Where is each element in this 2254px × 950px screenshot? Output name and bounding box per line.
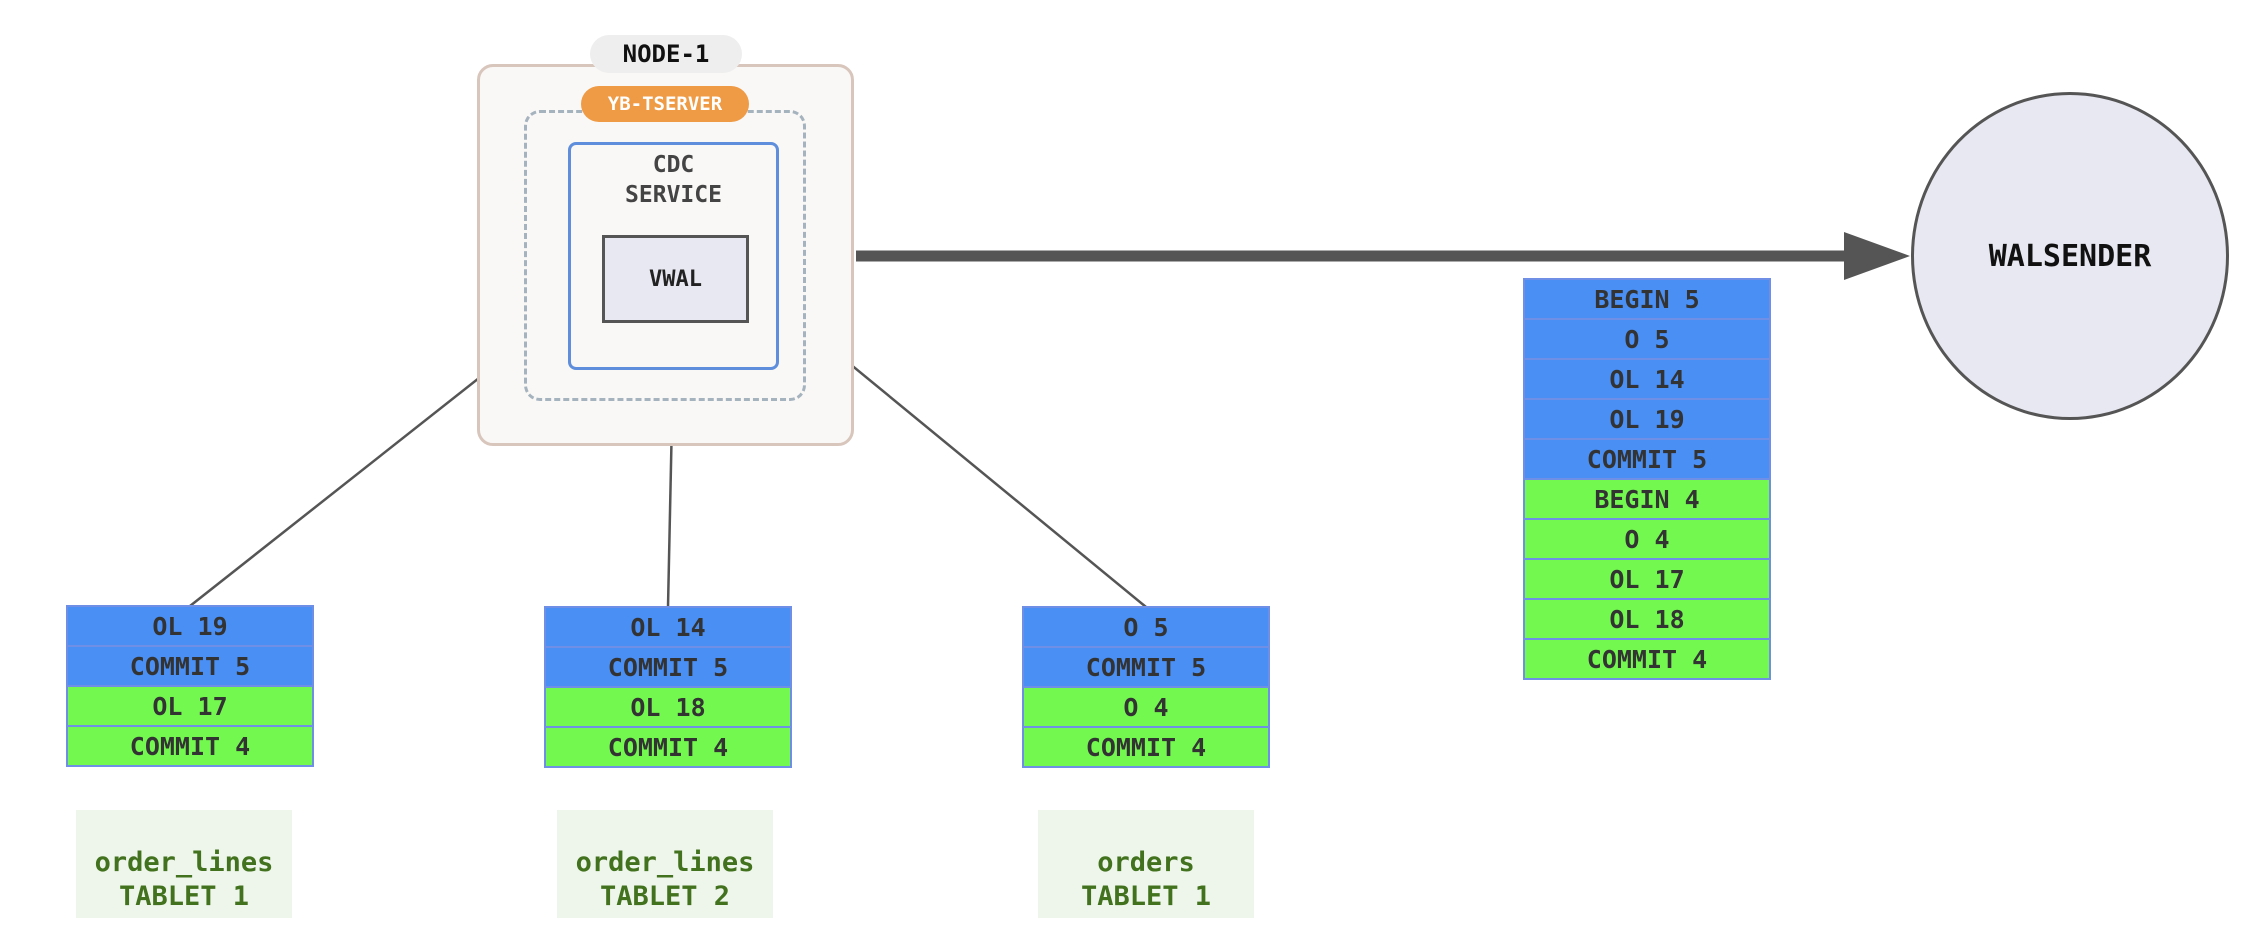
output-record: O 4 [1523,518,1771,560]
edge-walsender-arrowhead [1844,232,1910,280]
output-record: OL 18 [1523,598,1771,640]
tablet-record: COMMIT 5 [544,646,792,688]
tablet-3-record-stack: O 5 COMMIT 5 O 4 COMMIT 4 [1022,606,1270,768]
tablet-table-name: orders [1097,847,1195,878]
tablet-record: COMMIT 4 [1022,726,1270,768]
tablet-1-label: order_lines TABLET 1 [76,810,292,918]
output-record: OL 19 [1523,398,1771,440]
tablet-3-label: orders TABLET 1 [1038,810,1254,918]
tablet-1-record-stack: OL 19 COMMIT 5 OL 17 COMMIT 4 [66,605,314,767]
tserver-badge: YB-TSERVER [581,86,749,122]
tablet-name: TABLET 2 [599,881,731,912]
tablet-record: COMMIT 5 [66,645,314,687]
tablet-record: OL 18 [544,686,792,728]
cdc-service-label-line1: CDC [652,152,695,178]
tablet-record: COMMIT 4 [544,726,792,768]
tablet-record: O 5 [1022,606,1270,648]
tablet-2-record-stack: OL 14 COMMIT 5 OL 18 COMMIT 4 [544,606,792,768]
tablet-record: COMMIT 5 [1022,646,1270,688]
output-record: COMMIT 4 [1523,638,1771,680]
output-stream-stack: BEGIN 5 O 5 OL 14 OL 19 COMMIT 5 BEGIN 4… [1523,278,1771,680]
walsender-node: WALSENDER [1911,92,2229,420]
cdc-service-label: CDC SERVICE [568,150,779,210]
tablet-name: TABLET 1 [1080,881,1212,912]
vwal-node: VWAL [602,235,749,323]
output-record: BEGIN 4 [1523,478,1771,520]
output-record: BEGIN 5 [1523,278,1771,320]
node-label: NODE-1 [590,35,742,73]
cdc-service-label-line2: SERVICE [625,182,722,208]
tablet-record: OL 17 [66,685,314,727]
output-record: OL 17 [1523,558,1771,600]
tablet-2-label: order_lines TABLET 2 [557,810,773,918]
tablet-record: OL 14 [544,606,792,648]
cdc-service-container [568,142,779,370]
output-record: O 5 [1523,318,1771,360]
tablet-table-name: order_lines [575,847,755,878]
tablet-record: COMMIT 4 [66,725,314,767]
tablet-record: O 4 [1022,686,1270,728]
tablet-name: TABLET 1 [118,881,250,912]
tablet-table-name: order_lines [94,847,274,878]
output-record: COMMIT 5 [1523,438,1771,480]
output-record: OL 14 [1523,358,1771,400]
tablet-record: OL 19 [66,605,314,647]
